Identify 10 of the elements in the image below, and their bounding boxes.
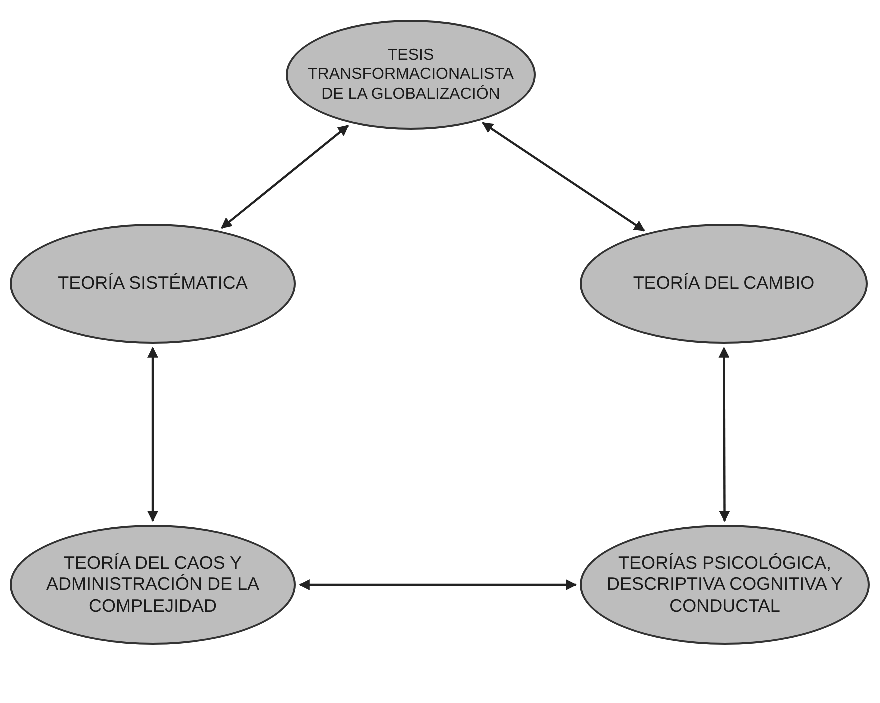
node-label: TEORÍAS PSICOLÓGICA, DESCRIPTIVA COGNITIVA Y CONDUCTAL: [606, 552, 844, 618]
double-arrow: [482, 122, 646, 232]
node-label: TEORÍA DEL CAMBIO: [633, 273, 815, 295]
node-label: TEORÍA DEL CAOS Y ADMINISTRACIÓN DE LA COMPLEJIDAD: [45, 552, 261, 618]
double-arrow: [148, 346, 158, 522]
double-arrow: [298, 580, 578, 590]
node-label: TEORÍA SISTÉMATICA: [58, 273, 248, 295]
double-arrow: [718, 346, 730, 522]
double-arrow: [221, 125, 350, 230]
node-label: TESIS TRANSFORMACIONALISTA DE LA GLOBALIZACIÓN: [307, 46, 515, 104]
